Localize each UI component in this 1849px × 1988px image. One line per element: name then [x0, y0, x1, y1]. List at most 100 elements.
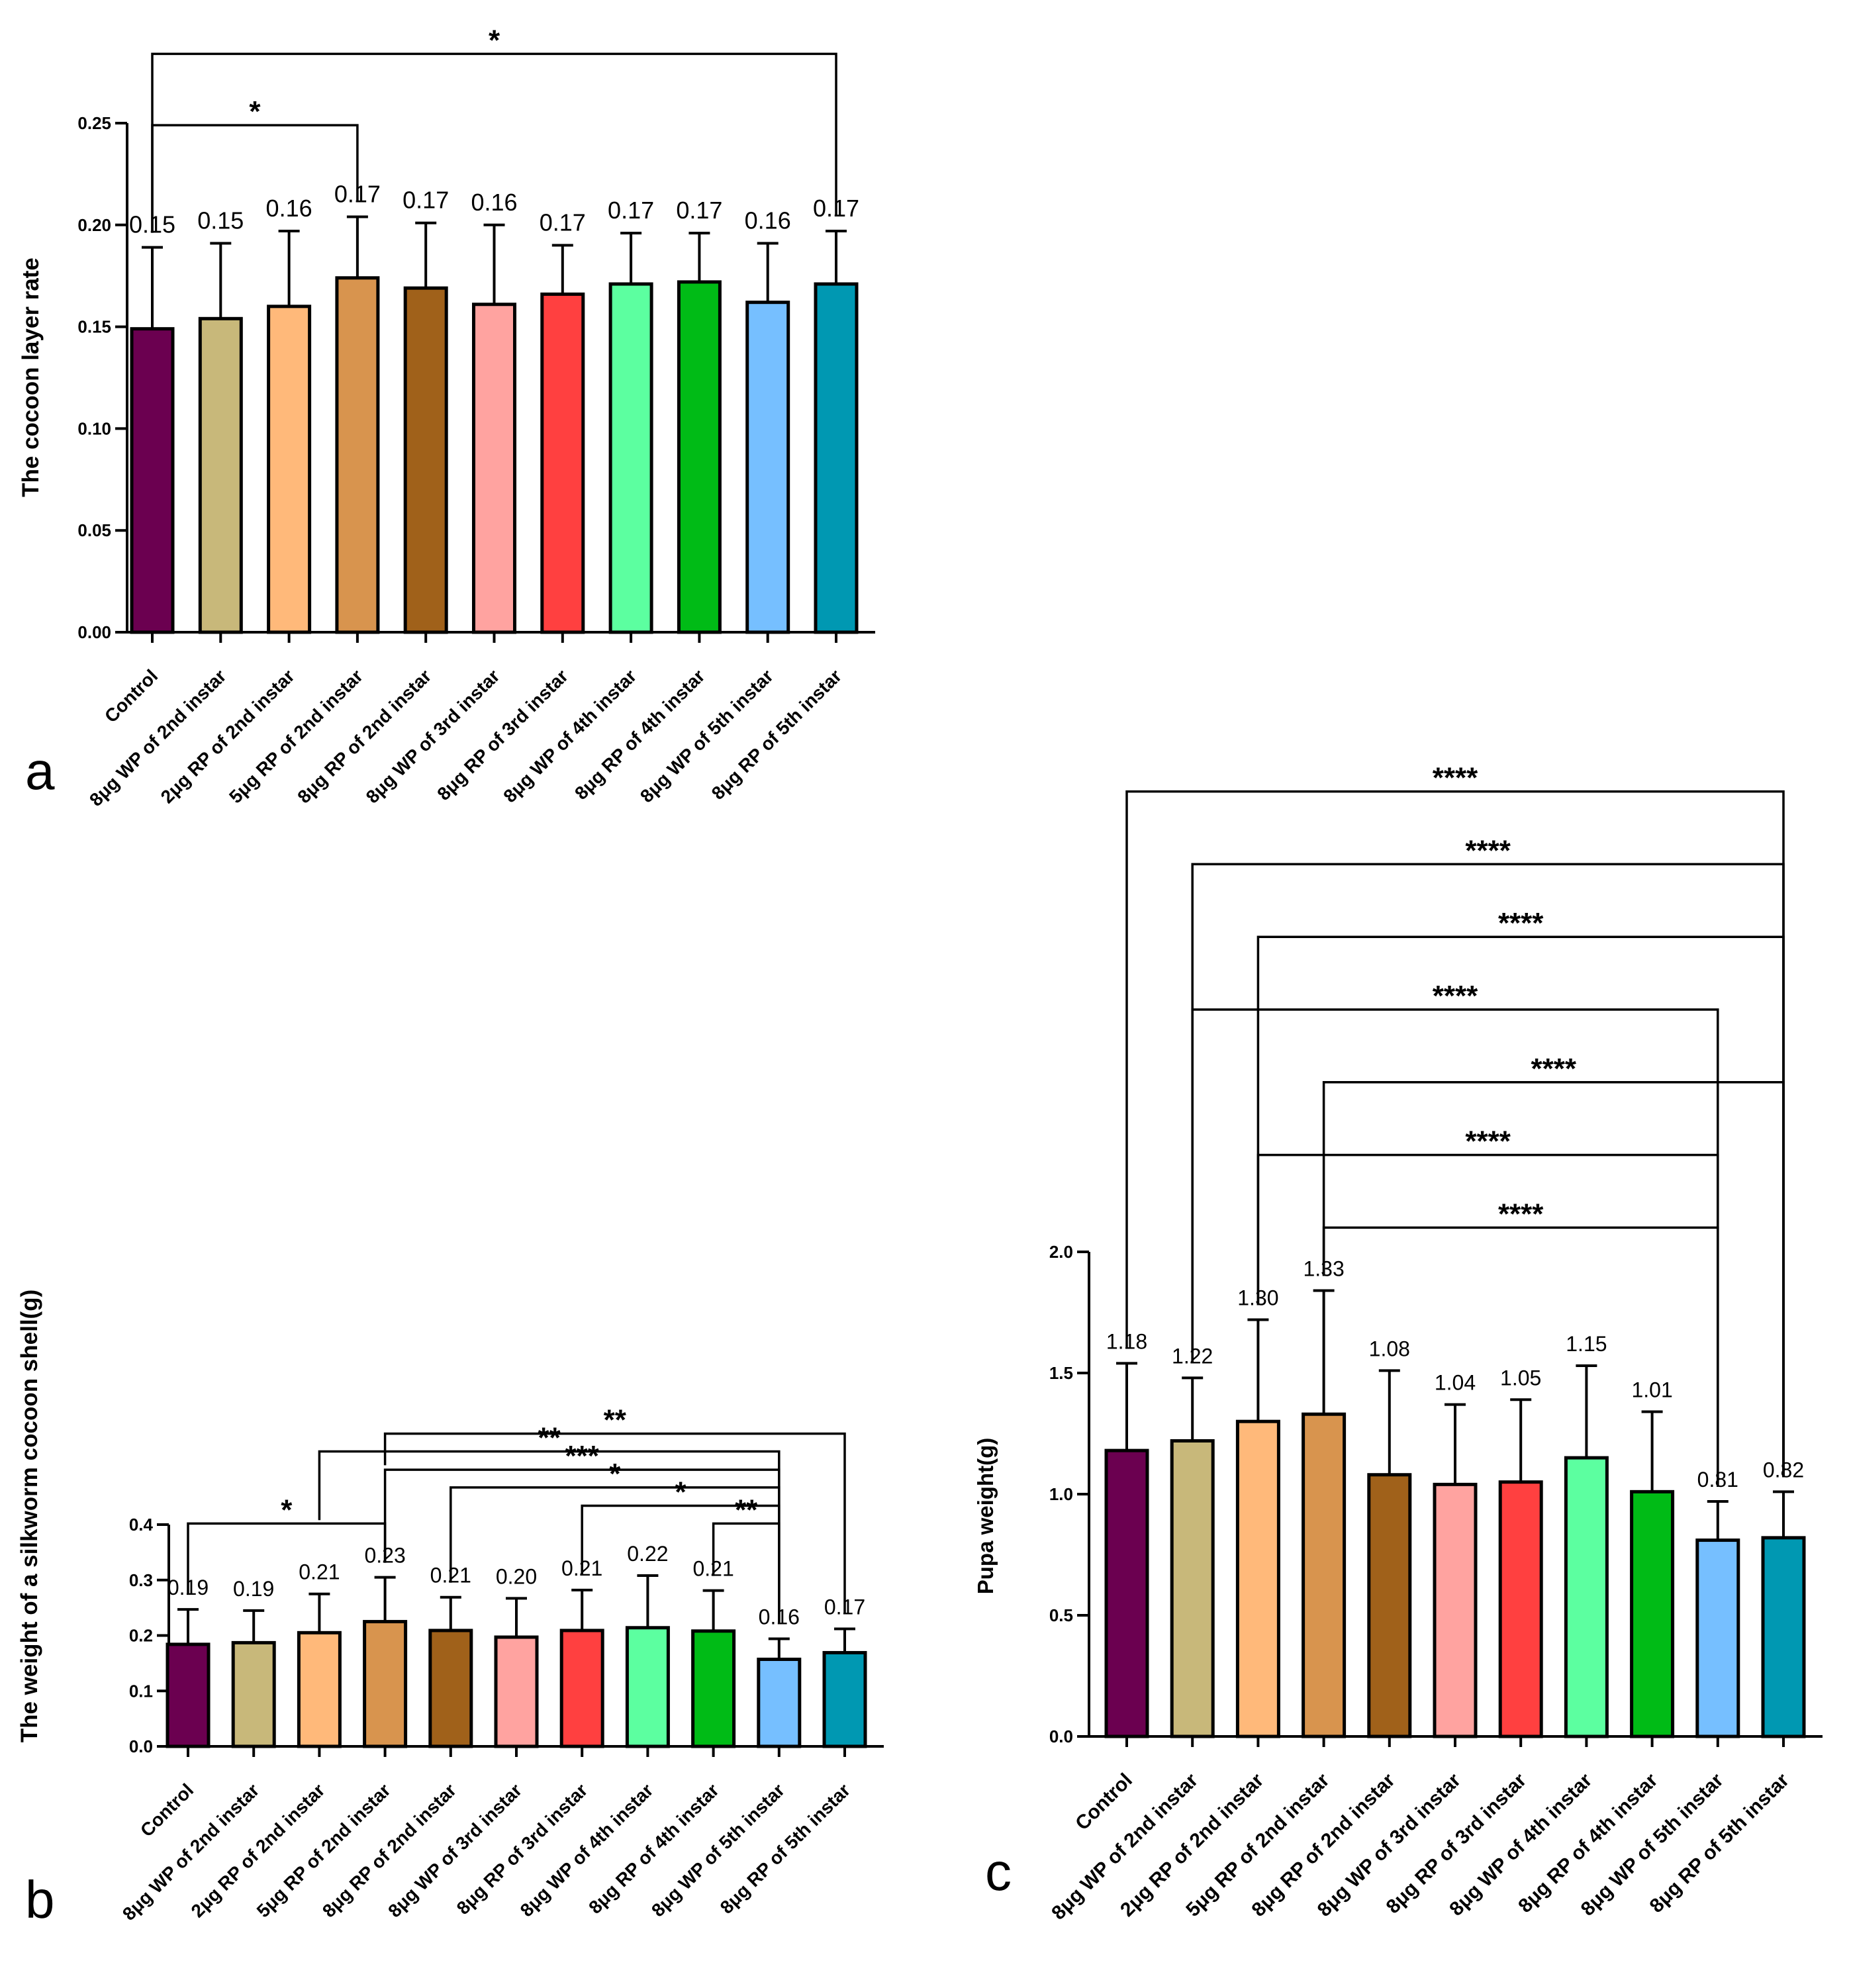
significance-stars: *: [675, 1476, 687, 1509]
bar: [363, 1620, 408, 1748]
category-label: 8μg RP of 5th instar: [708, 665, 846, 804]
data-label: 0.16: [471, 189, 517, 216]
y-tick-label: 0.0: [129, 1736, 153, 1756]
category-label: 8μg RP of 2nd instar: [293, 665, 435, 807]
data-label: 0.17: [608, 197, 654, 224]
y-axis-title: The cocoon layer rate: [18, 258, 44, 497]
y-tick-label: 1.0: [1049, 1484, 1073, 1504]
y-tick-label: 0.1: [129, 1681, 153, 1701]
significance-bracket: [1125, 790, 1785, 1478]
panel-label: a: [25, 741, 55, 800]
data-label: 1.08: [1369, 1337, 1410, 1360]
data-label: 0.21: [299, 1560, 340, 1584]
category-label: 8μg RP of 3rd instar: [453, 1779, 592, 1918]
y-tick-label: 0.15: [77, 317, 111, 337]
panel-label: c: [985, 1842, 1012, 1901]
bar: [267, 305, 312, 634]
bar: [559, 1629, 604, 1748]
bar: [130, 327, 175, 634]
y-tick-label: 1.5: [1049, 1363, 1073, 1383]
bar: [1433, 1482, 1478, 1738]
significance-stars: ****: [1465, 834, 1511, 867]
bar: [472, 303, 516, 634]
bar: [608, 282, 653, 634]
data-label: 0.20: [496, 1564, 537, 1588]
significance-stars: **: [735, 1493, 758, 1526]
bar: [1367, 1473, 1412, 1738]
significance-bracket: [187, 1522, 387, 1595]
category-label: 2μg RP of 2nd instar: [187, 1779, 329, 1921]
data-label: 0.17: [676, 197, 722, 224]
category-label: 8μg RP of 4th instar: [585, 1779, 723, 1918]
bar: [403, 286, 448, 634]
y-tick-label: 0.2: [129, 1626, 153, 1646]
y-tick-label: 0.4: [129, 1515, 154, 1535]
bar: [1695, 1538, 1740, 1738]
bar: [677, 280, 722, 634]
bar: [822, 1650, 867, 1748]
bar: [1104, 1448, 1149, 1738]
significance-bracket: [151, 52, 837, 233]
significance-stars: **: [604, 1404, 627, 1437]
data-label: 1.04: [1435, 1371, 1476, 1395]
significance-stars: ****: [1498, 907, 1544, 939]
category-label: 2μg RP of 2nd instar: [157, 665, 299, 807]
significance-stars: ****: [1433, 762, 1478, 794]
category-label: 8μg WP of 3rd instar: [384, 1779, 526, 1921]
bar: [814, 282, 859, 634]
significance-stars: ****: [1498, 1198, 1544, 1230]
bar: [745, 301, 790, 634]
significance-bracket: [318, 1450, 781, 1625]
bar: [428, 1629, 473, 1748]
bar: [494, 1635, 539, 1748]
significance-stars: *: [249, 95, 261, 128]
significance-stars: ****: [1465, 1125, 1511, 1158]
y-axis-title: The weight of a silkworm cocoon shell(g): [17, 1290, 42, 1743]
significance-stars: **: [538, 1421, 561, 1454]
bar: [1564, 1456, 1609, 1738]
category-label: 5μg RP of 2nd instar: [225, 665, 367, 807]
bar: [297, 1631, 342, 1748]
category-label: 8μg RP of 3rd instar: [433, 665, 572, 804]
bar: [625, 1626, 670, 1748]
data-label: 0.15: [197, 207, 244, 234]
category-label: 5μg RP of 2nd instar: [253, 1779, 395, 1921]
significance-bracket: [383, 1432, 846, 1615]
significance-stars: *: [609, 1458, 621, 1490]
category-label: 8μg RP of 4th instar: [571, 665, 709, 804]
data-label: 0.17: [540, 209, 586, 236]
bar: [1235, 1419, 1280, 1738]
y-tick-label: 2.0: [1049, 1242, 1073, 1262]
category-label: Control: [136, 1779, 197, 1840]
y-tick-label: 0.05: [77, 520, 111, 540]
significance-stars: ****: [1433, 980, 1478, 1012]
category-label: 8μg WP of 4th instar: [516, 1779, 657, 1920]
y-tick-label: 0.20: [77, 215, 111, 235]
bar: [691, 1629, 736, 1748]
significance-stars: ****: [1531, 1053, 1577, 1085]
category-label: 8μg WP of 5th instar: [647, 1779, 788, 1920]
significance-bracket: [450, 1486, 781, 1625]
y-tick-label: 0.10: [77, 418, 111, 438]
y-tick-label: 0.5: [1049, 1605, 1073, 1625]
category-label: 8μg RP of 2nd instar: [318, 1779, 460, 1921]
category-label: 8μg RP of 5th instar: [716, 1779, 855, 1918]
y-tick-label: 0.00: [77, 622, 111, 642]
significance-bracket: [1322, 1081, 1785, 1478]
category-label: 8μg WP of 4th instar: [499, 665, 640, 806]
bar: [231, 1640, 276, 1748]
bar: [1170, 1439, 1215, 1738]
bar: [1302, 1412, 1347, 1738]
bar: [335, 276, 380, 634]
y-axis-title: Pupa weight(g): [973, 1438, 998, 1594]
data-label: 1.05: [1500, 1366, 1541, 1390]
significance-stars: *: [281, 1493, 293, 1526]
significance-bracket: [1191, 863, 1785, 1478]
bar: [1761, 1536, 1806, 1738]
panel-label: b: [25, 1870, 55, 1929]
data-label: 0.16: [266, 195, 312, 222]
y-tick-label: 0.25: [77, 113, 111, 133]
